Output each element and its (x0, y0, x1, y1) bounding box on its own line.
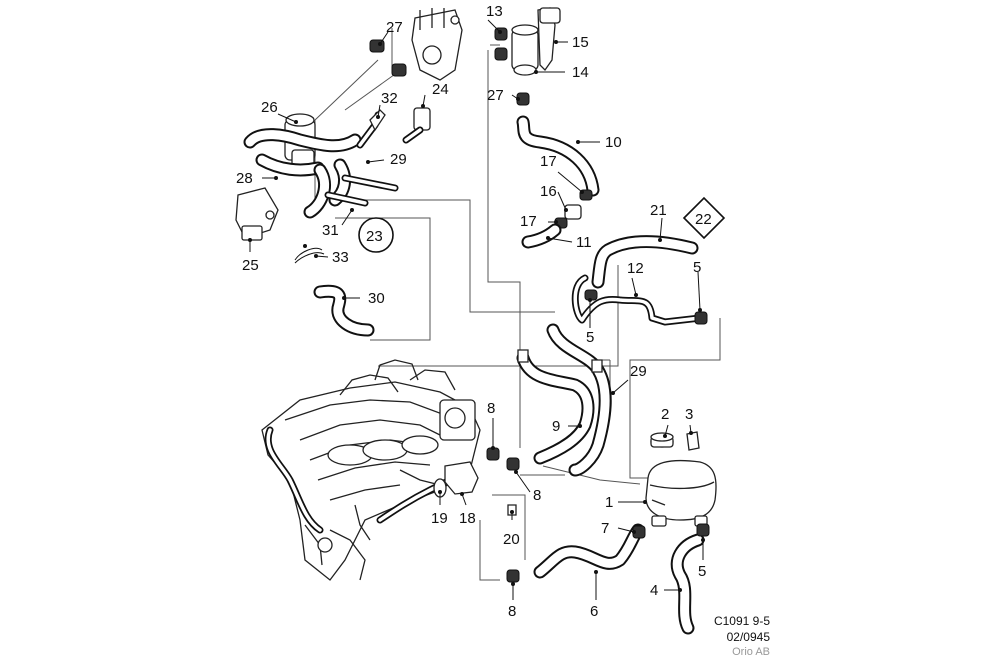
label-2: 2 (661, 406, 669, 423)
label-6: 6 (590, 603, 598, 620)
label-13: 13 (486, 3, 503, 20)
label-23: 23 (366, 228, 383, 245)
label-22: 22 (695, 211, 712, 228)
label-17-top: 17 (540, 153, 557, 170)
label-27-mid: 27 (487, 87, 504, 104)
pump-assembly (494, 7, 561, 106)
label-11: 11 (576, 234, 592, 251)
reference-symbols (358, 196, 726, 253)
label-26: 26 (261, 99, 278, 116)
label-29-right: 29 (630, 363, 647, 380)
label-5-top: 5 (693, 259, 701, 276)
label-16: 16 (540, 183, 557, 200)
label-4: 4 (650, 582, 658, 599)
label-1: 1 (605, 494, 613, 511)
label-15: 15 (572, 34, 589, 51)
label-7: 7 (601, 520, 609, 537)
label-25: 25 (242, 257, 259, 274)
drawing-owner: Orio AB (732, 646, 770, 658)
drawing-date: 02/0945 (726, 630, 770, 644)
top-left-assembly (235, 8, 463, 337)
label-33: 33 (332, 249, 349, 266)
label-18: 18 (459, 510, 476, 527)
callout-labels: 27 26 32 24 29 28 25 31 23 33 30 13 15 1… (236, 3, 712, 620)
label-28: 28 (236, 170, 253, 187)
label-29-top: 29 (390, 151, 407, 168)
label-20: 20 (503, 531, 520, 548)
engine-illustration (261, 359, 481, 581)
label-19: 19 (431, 510, 448, 527)
label-21: 21 (650, 202, 667, 219)
label-24: 24 (432, 81, 449, 98)
label-17-bottom: 17 (520, 213, 537, 230)
leader-lines (248, 19, 705, 600)
label-14: 14 (572, 64, 589, 81)
label-8-top: 8 (487, 400, 495, 417)
label-5-bottom: 5 (698, 563, 706, 580)
label-3: 3 (685, 406, 693, 423)
label-12: 12 (627, 260, 644, 277)
label-5-mid: 5 (586, 329, 594, 346)
label-9: 9 (552, 418, 560, 435)
label-27-top: 27 (386, 19, 403, 36)
hoses-group (516, 115, 708, 635)
expansion-tank (645, 431, 717, 527)
label-32: 32 (381, 90, 398, 107)
label-31: 31 (322, 222, 339, 239)
label-10: 10 (605, 134, 622, 151)
label-8-mid: 8 (533, 487, 541, 504)
label-8-bottom: 8 (508, 603, 516, 620)
drawing-code: C1091 9-5 (713, 614, 770, 628)
label-30: 30 (368, 290, 385, 307)
clamps (433, 447, 710, 583)
